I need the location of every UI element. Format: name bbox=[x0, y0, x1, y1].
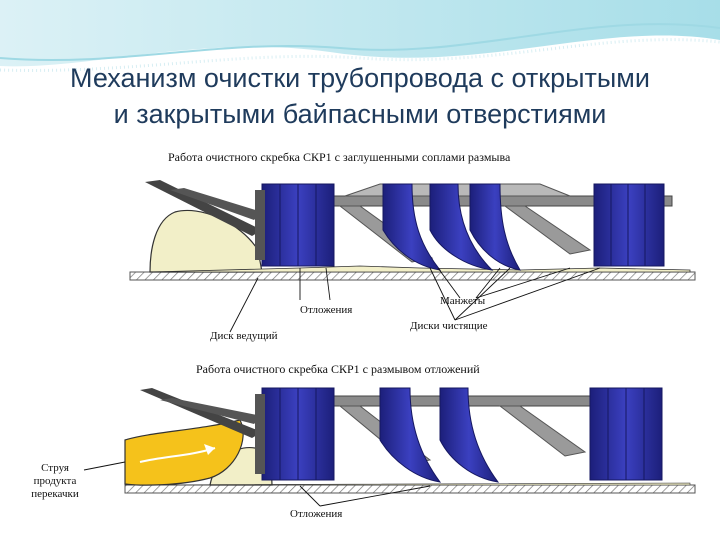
frame-strut-bottom-2 bbox=[500, 406, 585, 456]
label-deposits-bottom: Отложения bbox=[290, 508, 342, 520]
label-product-jet: Струя продукта перекачки bbox=[20, 462, 90, 501]
top-diagram-caption: Работа очистного скребка СКР1 с заглушен… bbox=[168, 150, 510, 165]
label-product-jet-line-1: Струя bbox=[20, 462, 90, 475]
label-cleaning-disks: Диски чистящие bbox=[410, 320, 488, 332]
cup-pack-right-top bbox=[594, 184, 664, 266]
deposit-top bbox=[150, 210, 262, 272]
top-diagram bbox=[130, 180, 695, 332]
frame-strut-top-2 bbox=[505, 206, 590, 254]
bottom-diagram bbox=[84, 388, 695, 506]
label-product-jet-line-3: перекачки bbox=[20, 488, 90, 501]
label-driving-disk: Диск ведущий bbox=[210, 330, 278, 342]
label-cups-top: Манжеты bbox=[440, 295, 485, 307]
label-deposits-top: Отложения bbox=[300, 304, 352, 316]
bottom-diagram-caption: Работа очистного скребка СКР1 с размывом… bbox=[196, 362, 480, 377]
pipe-wall-top bbox=[130, 272, 695, 280]
label-product-jet-line-2: продукта bbox=[20, 475, 90, 488]
pipe-wall-bottom bbox=[125, 485, 695, 493]
